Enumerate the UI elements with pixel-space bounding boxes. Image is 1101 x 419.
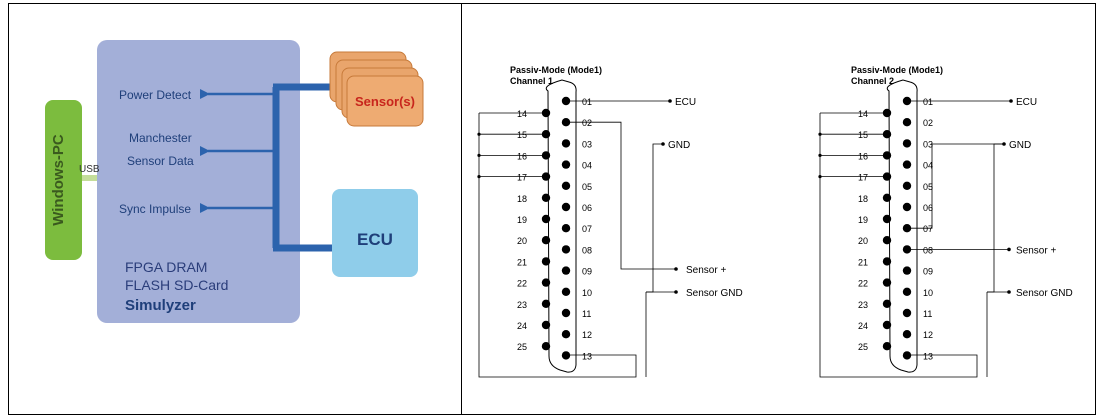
fpga-line1: FPGA DRAM	[125, 259, 207, 275]
panel-divider	[461, 3, 462, 415]
manchester-label: Manchester	[129, 131, 192, 145]
windows-pc-label: Windows-PC	[50, 134, 67, 226]
windows-pc-box	[45, 100, 82, 260]
simulyzer-box	[97, 40, 300, 323]
power-detect-label: Power Detect	[119, 88, 192, 102]
sensor-stack: Sensor(s)	[329, 51, 424, 127]
ecu-label: ECU	[357, 230, 393, 249]
sensors-label: Sensor(s)	[355, 94, 415, 109]
ecu-box	[332, 189, 418, 277]
block-diagram: Windows-PC USB Power Detect Manchester S…	[45, 40, 424, 323]
sensor-data-label: Sensor Data	[127, 154, 194, 168]
simulyzer-label: Simulyzer	[125, 297, 196, 314]
outer-frame	[8, 3, 1096, 415]
usb-label: USB	[79, 164, 100, 175]
sync-impulse-label: Sync Impulse	[119, 202, 191, 216]
usb-link	[82, 175, 97, 181]
fpga-line2: FLASH SD-Card	[125, 277, 228, 293]
